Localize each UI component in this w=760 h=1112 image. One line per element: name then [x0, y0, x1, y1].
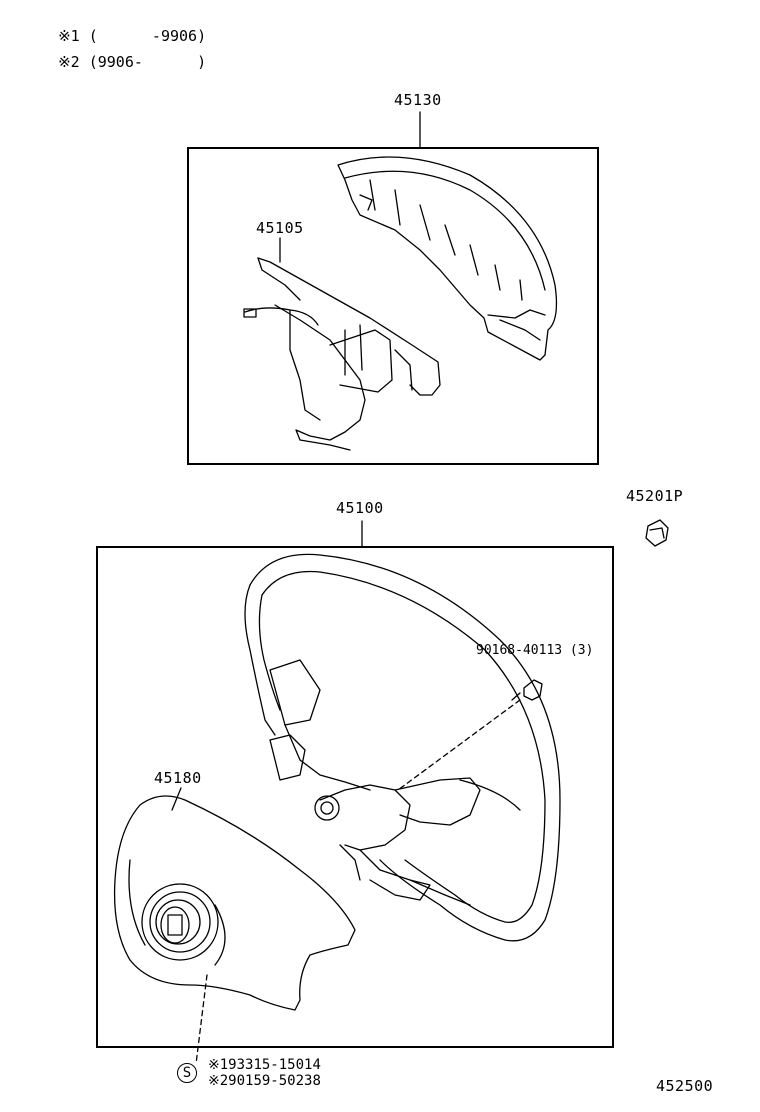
- legend-range-2: (9906- ): [88, 53, 207, 71]
- dashed-leader-bolt: [397, 699, 521, 791]
- pad-frame-45105: [243, 257, 441, 451]
- bolt-90168: [511, 679, 543, 701]
- legend-line-2: ※2 (9906- ): [40, 40, 206, 70]
- s-symbol: S: [177, 1063, 197, 1083]
- figure-number: 452500: [656, 1077, 714, 1095]
- label-45201P: 45201P: [626, 487, 684, 505]
- label-45180: 45180: [154, 769, 202, 787]
- horn-pad-45180: [113, 795, 356, 1011]
- label-45130: 45130: [394, 91, 442, 109]
- legend-mark-1: ※1: [58, 27, 80, 45]
- legend-mark-2: ※2: [58, 53, 80, 71]
- nut-45201P: [645, 519, 669, 547]
- footnote-line-2: ※290159-50238: [208, 1073, 321, 1089]
- legend-line-1: ※1 ( -9906): [40, 14, 206, 44]
- footnote-line-1: ※193315-15014: [208, 1057, 321, 1073]
- label-45105: 45105: [256, 219, 304, 237]
- steering-wheel-45100: [244, 553, 561, 942]
- label-45100: 45100: [336, 499, 384, 517]
- dashed-leader-s: [195, 974, 208, 1065]
- cover-assembly-box: [187, 147, 599, 465]
- leader-45180: [171, 787, 182, 811]
- lower-cover-45130: [337, 156, 558, 361]
- label-90168-40113: 90168-40113 (3): [476, 643, 594, 658]
- steering-wheel-box: [96, 546, 614, 1048]
- legend-range-1: ( -9906): [88, 27, 207, 45]
